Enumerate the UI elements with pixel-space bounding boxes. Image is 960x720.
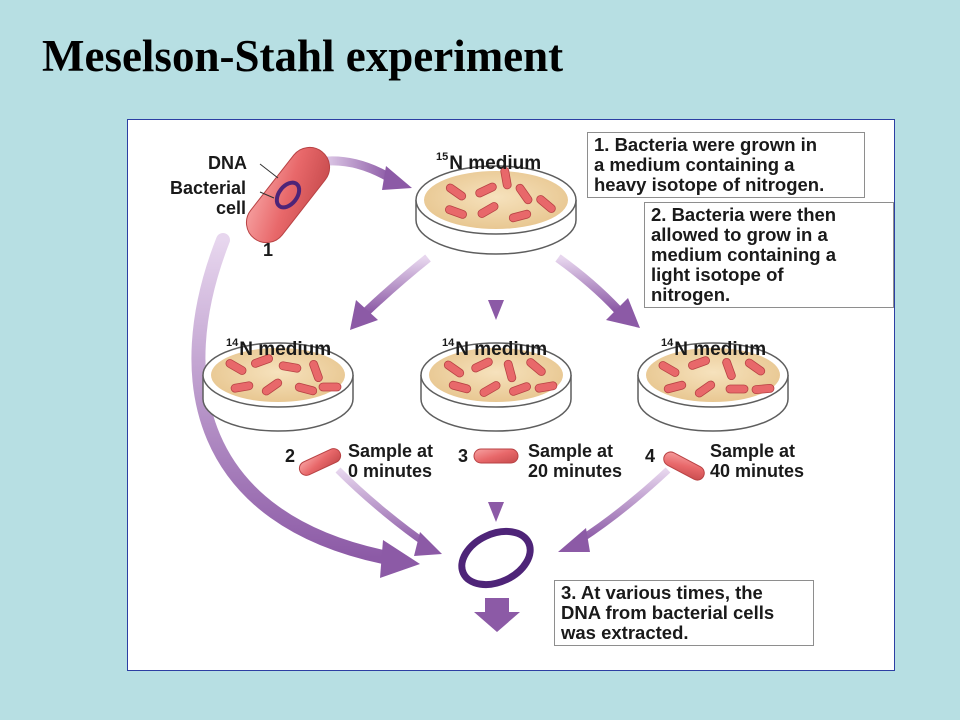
- note-step-2: 2. Bacteria were then allowed to grow in…: [644, 202, 894, 308]
- diagram-artwork: [191, 146, 789, 632]
- long-curved-arrow: [191, 233, 395, 565]
- sample-rod-0: [298, 448, 342, 476]
- dna-label: DNA: [208, 153, 247, 173]
- cell-dna-ring: [274, 180, 302, 210]
- arrow-sample0-to-ring: [335, 467, 430, 548]
- note-step-3: 3. At various times, the DNA from bacter…: [554, 580, 814, 646]
- dish-middle-label: 14N medium: [442, 337, 548, 360]
- dish-left-label: 14N medium: [226, 337, 332, 360]
- dish-top-label: 15N medium: [436, 151, 542, 174]
- long-curved-arrow-head: [380, 540, 420, 578]
- step-number-1: 1: [263, 240, 274, 260]
- bacterial-cell: [245, 146, 331, 244]
- sample-rod-40: [663, 451, 705, 481]
- dish-top: [415, 165, 577, 255]
- step-number-3: 3: [458, 446, 469, 466]
- experiment-diagram: DNA Bacterial cell 1 15N medium 14N medi…: [127, 119, 895, 671]
- step-number-2: 2: [285, 446, 296, 466]
- dish-right-label: 14N medium: [661, 337, 767, 360]
- dish-middle: [420, 342, 572, 432]
- step-number-4: 4: [645, 446, 656, 466]
- extraction-down-arrow: [474, 598, 520, 632]
- arrow-top-to-right: [555, 254, 622, 314]
- dish-left: [202, 342, 354, 432]
- bacterial-cell-label: Bacterial cell: [170, 178, 247, 218]
- arrow-sample40-to-ring: [578, 467, 671, 543]
- note-step-1: 1. Bacteria were grown in a medium conta…: [587, 132, 865, 198]
- sample-rod-20: [473, 448, 519, 464]
- extracted-dna-ring: [458, 527, 534, 589]
- slide-title: Meselson-Stahl experiment: [42, 31, 564, 81]
- arrow-top-to-left: [362, 254, 431, 316]
- dish-right: [637, 342, 789, 432]
